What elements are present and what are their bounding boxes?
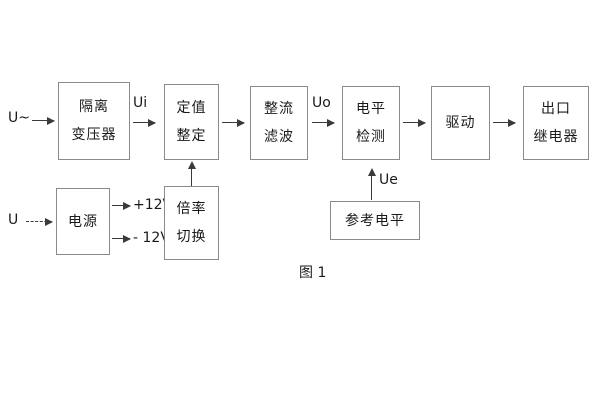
- block-reference-level-line1: 参考电平: [345, 212, 405, 229]
- signal-label-uo: Uo: [312, 95, 331, 111]
- block-isolation-transformer-line2: 变压器: [71, 127, 117, 143]
- block-multiplier-switch-line2: 切换: [176, 229, 207, 245]
- block-multiplier-switch-line1: 倍率: [176, 201, 207, 217]
- block-level-detection-line2: 检测: [356, 129, 386, 145]
- block-setting-value-line1: 定值: [176, 100, 207, 116]
- block-isolation-transformer: 隔离 变压器: [58, 82, 130, 160]
- arrow-setting-value-to-rectify-filter: [222, 118, 245, 127]
- signal-label-minus12v: - 12V: [133, 230, 170, 246]
- arrow-reference-level-to-level-detection: [367, 168, 376, 200]
- block-reference-level: 参考电平: [330, 201, 420, 240]
- block-output-relay-line2: 继电器: [533, 129, 579, 145]
- arrow-power-supply-plus12v: [112, 201, 131, 210]
- arrow-rectify-filter-to-level-detection: [312, 118, 335, 127]
- block-multiplier-switch: 倍率 切换: [164, 186, 219, 260]
- signal-label-ui: Ui: [133, 95, 148, 111]
- signal-label-input-ac: U~: [8, 110, 30, 126]
- arrow-power-supply-minus12v: [112, 234, 131, 243]
- block-rectify-filter-line1: 整流: [264, 101, 294, 117]
- block-level-detection-line1: 电平: [356, 101, 386, 117]
- block-output-relay-line1: 出口: [541, 101, 571, 117]
- block-drive-line1: 驱动: [445, 115, 476, 131]
- signal-label-ue: Ue: [379, 172, 398, 188]
- block-power-supply: 电源: [56, 188, 110, 255]
- arrow-drive-to-output-relay: [493, 118, 516, 127]
- block-level-detection: 电平 检测: [342, 86, 400, 160]
- arrow-multiplier-switch-to-setting-value: [187, 161, 196, 186]
- block-power-supply-line1: 电源: [68, 213, 98, 230]
- block-drive: 驱动: [431, 86, 490, 160]
- signal-label-plus12v: +12V: [133, 197, 173, 213]
- signal-label-input-dc: U: [8, 212, 19, 228]
- figure-caption: 图 1: [299, 265, 327, 281]
- arrow-input-ac-to-isolation-transformer: [32, 116, 55, 125]
- block-rectify-filter-line2: 滤波: [264, 129, 294, 145]
- block-isolation-transformer-line1: 隔离: [79, 99, 109, 115]
- arrow-isolation-transformer-to-setting-value: [133, 118, 156, 127]
- arrow-input-dc-to-power-supply: [26, 218, 53, 226]
- arrow-level-detection-to-drive: [403, 118, 426, 127]
- block-setting-value: 定值 整定: [164, 84, 219, 160]
- block-setting-value-line2: 整定: [176, 128, 207, 144]
- block-output-relay: 出口 继电器: [523, 86, 589, 160]
- block-rectify-filter: 整流 滤波: [250, 86, 308, 160]
